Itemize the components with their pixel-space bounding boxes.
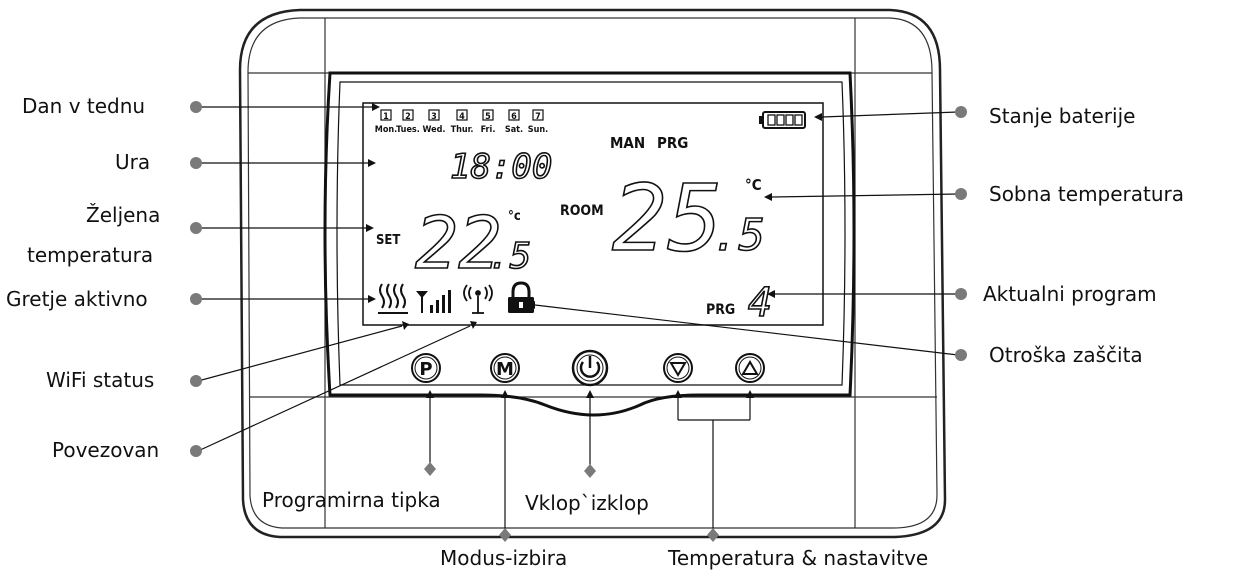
day-name-2: Tues. <box>396 125 420 135</box>
day-name-7: Sun. <box>528 125 548 135</box>
arrowheads <box>366 103 822 398</box>
label-temp-settings: Temperatura & nastavitve <box>668 546 929 570</box>
lcd-set-temp: 22 <box>415 201 502 285</box>
lcd-set: SET <box>376 233 400 248</box>
antenna-icon <box>463 284 493 314</box>
lcd-room-temp: 25 <box>612 165 723 272</box>
lcd-room: ROOM <box>560 203 604 219</box>
day-number-4: 4 <box>459 112 465 122</box>
day-number-1: 1 <box>383 112 389 122</box>
battery-icon <box>759 111 806 129</box>
callout-dots <box>190 101 967 542</box>
day-number-3: 3 <box>431 112 437 122</box>
label-clock: Ura <box>115 150 151 174</box>
heating-icon <box>378 283 408 314</box>
label-program-key: Programirna tipka <box>262 488 441 512</box>
lcd-bezel-inner <box>336 81 846 386</box>
day-number-5: 5 <box>485 112 491 122</box>
lcd-set-temp-dec: .5 <box>488 236 531 277</box>
lcd-room-temp-dec: .5 <box>712 210 765 261</box>
lcd-screen <box>362 102 824 326</box>
day-name-5: Fri. <box>481 125 496 135</box>
day-name-3: Wed. <box>423 125 446 135</box>
day-box-5 <box>482 109 494 121</box>
day-name-4: Thur. <box>451 125 474 135</box>
power-button[interactable] <box>571 349 609 387</box>
label-room-temp: Sobna temperatura <box>989 182 1185 206</box>
day-name-6: Sat. <box>505 125 523 135</box>
day-box-2 <box>402 109 414 121</box>
lcd-clock: 18:00 <box>450 147 552 187</box>
housing-inner <box>247 17 938 529</box>
label-set-temp-1: Željena <box>86 203 161 227</box>
day-box-4 <box>456 109 468 121</box>
day-box-3 <box>428 109 440 121</box>
signal-icon <box>416 290 451 313</box>
label-wifi-status: WiFi status <box>46 368 155 392</box>
lcd-program-number: 4 <box>748 280 772 326</box>
lcd-set-unit: °c <box>508 209 521 224</box>
day-box-1 <box>380 109 392 121</box>
label-battery: Stanje baterije <box>989 104 1136 128</box>
label-power: Vklop`izklop <box>525 491 649 515</box>
day-number-6: 6 <box>511 112 517 122</box>
lcd-prg: PRG <box>706 302 735 318</box>
mode-button[interactable]: M <box>490 353 520 383</box>
up-arrow-icon <box>741 360 759 375</box>
lcd-room-unit: °C <box>745 176 762 194</box>
program-button-label: P <box>419 359 432 380</box>
down-button[interactable] <box>663 353 693 383</box>
label-current-program: Aktualni program <box>983 282 1157 306</box>
day-box-7 <box>532 109 544 121</box>
program-button[interactable]: P <box>411 353 441 383</box>
day-number-2: 2 <box>405 112 411 122</box>
label-child-lock: Otroška zaščita <box>989 343 1143 367</box>
lcd-prg-top: PRG <box>657 134 688 152</box>
day-name-1: Mon. <box>375 125 397 135</box>
power-icon <box>579 361 601 378</box>
up-button[interactable] <box>735 353 765 383</box>
housing-outer <box>238 8 947 539</box>
leader-lines <box>197 106 959 535</box>
label-set-temp-2: temperatura <box>27 243 154 267</box>
down-arrow-icon <box>669 362 687 377</box>
mode-button-label: M <box>496 359 514 380</box>
day-number-7: 7 <box>535 112 541 122</box>
lcd-bezel <box>323 71 856 417</box>
label-heating-active: Gretje aktivno <box>6 287 148 311</box>
label-connected: Povezovan <box>52 438 160 462</box>
label-day-of-week: Dan v tednu <box>22 94 146 118</box>
label-mode-select: Modus-izbira <box>440 546 568 570</box>
lcd-man: MAN <box>610 134 645 152</box>
day-box-6 <box>508 109 520 121</box>
lock-icon <box>508 281 534 313</box>
